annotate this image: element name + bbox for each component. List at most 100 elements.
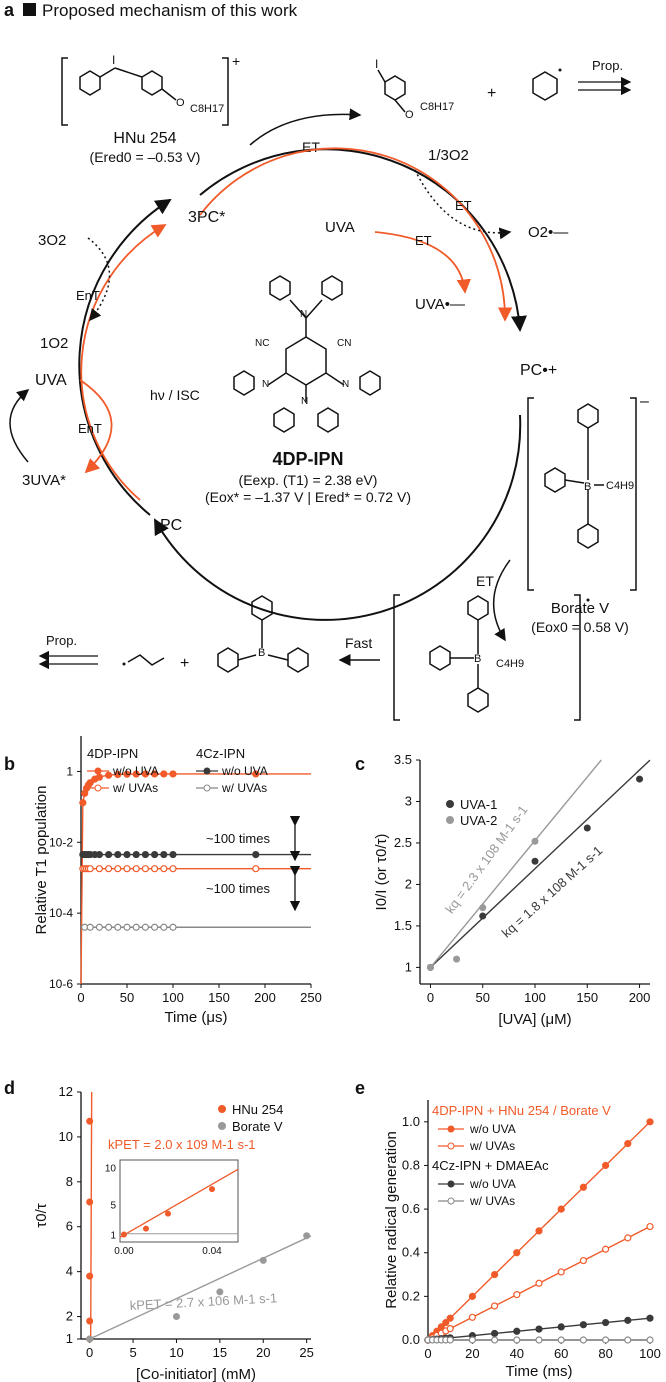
chart-b-point bbox=[114, 850, 122, 859]
chart-b-xtick-label: 200 bbox=[254, 990, 276, 1005]
chart-d-hnu-point bbox=[86, 1198, 94, 1206]
chart-b-point bbox=[104, 771, 113, 779]
chart-e-ylabel: Relative radical generation bbox=[383, 1131, 400, 1309]
chart-b-xtick-label: 100 bbox=[162, 990, 184, 1005]
chart-c-xtick-label: 50 bbox=[475, 990, 489, 1005]
panel-e-letter: e bbox=[355, 1078, 365, 1098]
chart-b-legend-header: 4DP-IPN bbox=[87, 746, 138, 761]
chart-c-xlabel: [UVA] (μM) bbox=[498, 1011, 571, 1028]
chart-b-point bbox=[114, 865, 122, 873]
chart-b-point bbox=[86, 923, 94, 931]
chart-b-legend-marker bbox=[203, 767, 211, 775]
chart-e-xtick-label: 40 bbox=[510, 1346, 524, 1361]
et-arrow-borate bbox=[493, 559, 511, 642]
et-label-o2: ET bbox=[455, 198, 472, 213]
catalyst-name: 4DP-IPN bbox=[272, 449, 343, 469]
chart-b-point bbox=[123, 850, 131, 859]
chart-d-inset-point bbox=[143, 1225, 149, 1232]
uva-et-arrow bbox=[374, 231, 471, 294]
hnu-label: HNu 254 bbox=[113, 130, 176, 147]
chart-e-point bbox=[446, 1336, 454, 1344]
chart-c-xtick-label: 200 bbox=[629, 990, 651, 1005]
panel-d-letter: d bbox=[4, 1078, 15, 1098]
prop-label-top: Prop. bbox=[592, 58, 623, 73]
chart-b-point bbox=[79, 799, 87, 807]
chart-e-legend-marker bbox=[447, 1180, 455, 1188]
chart-b-point bbox=[169, 770, 177, 778]
chart-e-xtick-label: 0 bbox=[424, 1346, 431, 1361]
chart-e-point bbox=[442, 1318, 450, 1327]
boranyl-radical-structure bbox=[393, 594, 581, 721]
boron-label: B bbox=[584, 481, 591, 493]
chart-b-point bbox=[151, 770, 159, 778]
chart-e-legend-marker bbox=[447, 1197, 455, 1205]
catalyst-triplet-energy: (Eexp. (T1) = 2.38 eV) bbox=[239, 472, 378, 488]
triplet-uva-label: 3UVA* bbox=[22, 472, 66, 489]
nc-label: NC bbox=[255, 338, 269, 349]
n-bottom: N bbox=[301, 396, 308, 407]
chart-d-xtick-label: 5 bbox=[129, 1345, 136, 1360]
fast-label: Fast bbox=[345, 635, 372, 651]
square-icon bbox=[23, 3, 36, 16]
chart-e-legend-label: w/ UVAs bbox=[469, 1139, 515, 1153]
chart-c-point bbox=[531, 857, 539, 865]
chart-b-point bbox=[252, 865, 260, 873]
n-left: N bbox=[262, 379, 269, 390]
ent-label-lower: EnT bbox=[78, 421, 102, 436]
chart-c-ytick-label: 1 bbox=[405, 959, 412, 974]
chart-e-point bbox=[513, 1291, 521, 1299]
cycle-arc-top bbox=[199, 148, 527, 332]
phenyl-radical bbox=[532, 71, 558, 101]
hnu254-structure bbox=[61, 57, 229, 126]
chart-b-point bbox=[160, 850, 168, 859]
radical-dot bbox=[558, 68, 562, 72]
chart-e-point bbox=[491, 1302, 499, 1310]
et-label-borate: ET bbox=[476, 573, 494, 589]
chart-d-ytick-label: 4 bbox=[66, 1264, 73, 1279]
chart-b-legend-marker bbox=[94, 767, 102, 775]
chart-e-legend-label: w/o UVA bbox=[469, 1177, 516, 1191]
chart-e-point bbox=[513, 1249, 521, 1257]
chart-b-point bbox=[141, 770, 149, 778]
chart-e-legend-label: w/o UVA bbox=[469, 1122, 516, 1136]
hv-isc-label: hν / ISC bbox=[150, 387, 200, 403]
singlet-o2-label: 1O2 bbox=[40, 335, 68, 352]
chart-b-annotation: ~100 times bbox=[206, 831, 270, 846]
chart-e-point bbox=[468, 1336, 476, 1344]
chart-c-ytick-label: 1.5 bbox=[394, 918, 412, 933]
chart-c-k-label: kq = 1.8 x 108 M-1 s-1 bbox=[499, 843, 605, 941]
chart-e-ytick-label: 0.2 bbox=[402, 1288, 420, 1303]
chart-b-point bbox=[86, 865, 94, 873]
chart-e-xtick-label: 60 bbox=[554, 1346, 568, 1361]
chart-e-point bbox=[624, 1336, 632, 1344]
chart-b-point bbox=[169, 923, 177, 931]
chart-d-inset-fit-line bbox=[119, 1168, 239, 1239]
chart-c-legend-marker bbox=[446, 816, 454, 824]
chart-d-xtick-label: 0 bbox=[86, 1345, 93, 1360]
chart-e-point bbox=[446, 1314, 454, 1322]
chart-e-point bbox=[557, 1323, 565, 1331]
chart-e-point bbox=[557, 1336, 565, 1344]
butyl-radical-dot bbox=[122, 662, 126, 666]
chart-d-hnu-point bbox=[86, 1317, 94, 1325]
chart-e-ytick-label: 0.8 bbox=[402, 1157, 420, 1172]
chart-d-xtick-label: 25 bbox=[299, 1345, 313, 1360]
cation-plus: + bbox=[232, 53, 240, 69]
chart-b-point bbox=[132, 865, 140, 873]
chart-c-point bbox=[531, 837, 539, 845]
chart-e-legend-label: w/ UVAs bbox=[469, 1194, 515, 1208]
chart-d-ytick-label: 12 bbox=[59, 1084, 73, 1099]
chart-b-point bbox=[95, 773, 104, 781]
uva-label-left: UVA bbox=[35, 372, 67, 389]
chart-b-xtick-label: 0 bbox=[77, 990, 84, 1005]
chart-e-point bbox=[468, 1313, 476, 1321]
chart-e-point bbox=[646, 1118, 654, 1126]
chart-d-k-label: kPET = 2.0 x 109 M-1 s-1 bbox=[108, 1137, 256, 1152]
chart-c-ytick-label: 2.5 bbox=[394, 835, 412, 850]
chart-d-borate-point bbox=[172, 1313, 180, 1321]
chart-c-fit-line bbox=[429, 759, 602, 968]
chart-b-point bbox=[123, 865, 131, 873]
chart-d-ytick-label: 10 bbox=[59, 1129, 73, 1144]
